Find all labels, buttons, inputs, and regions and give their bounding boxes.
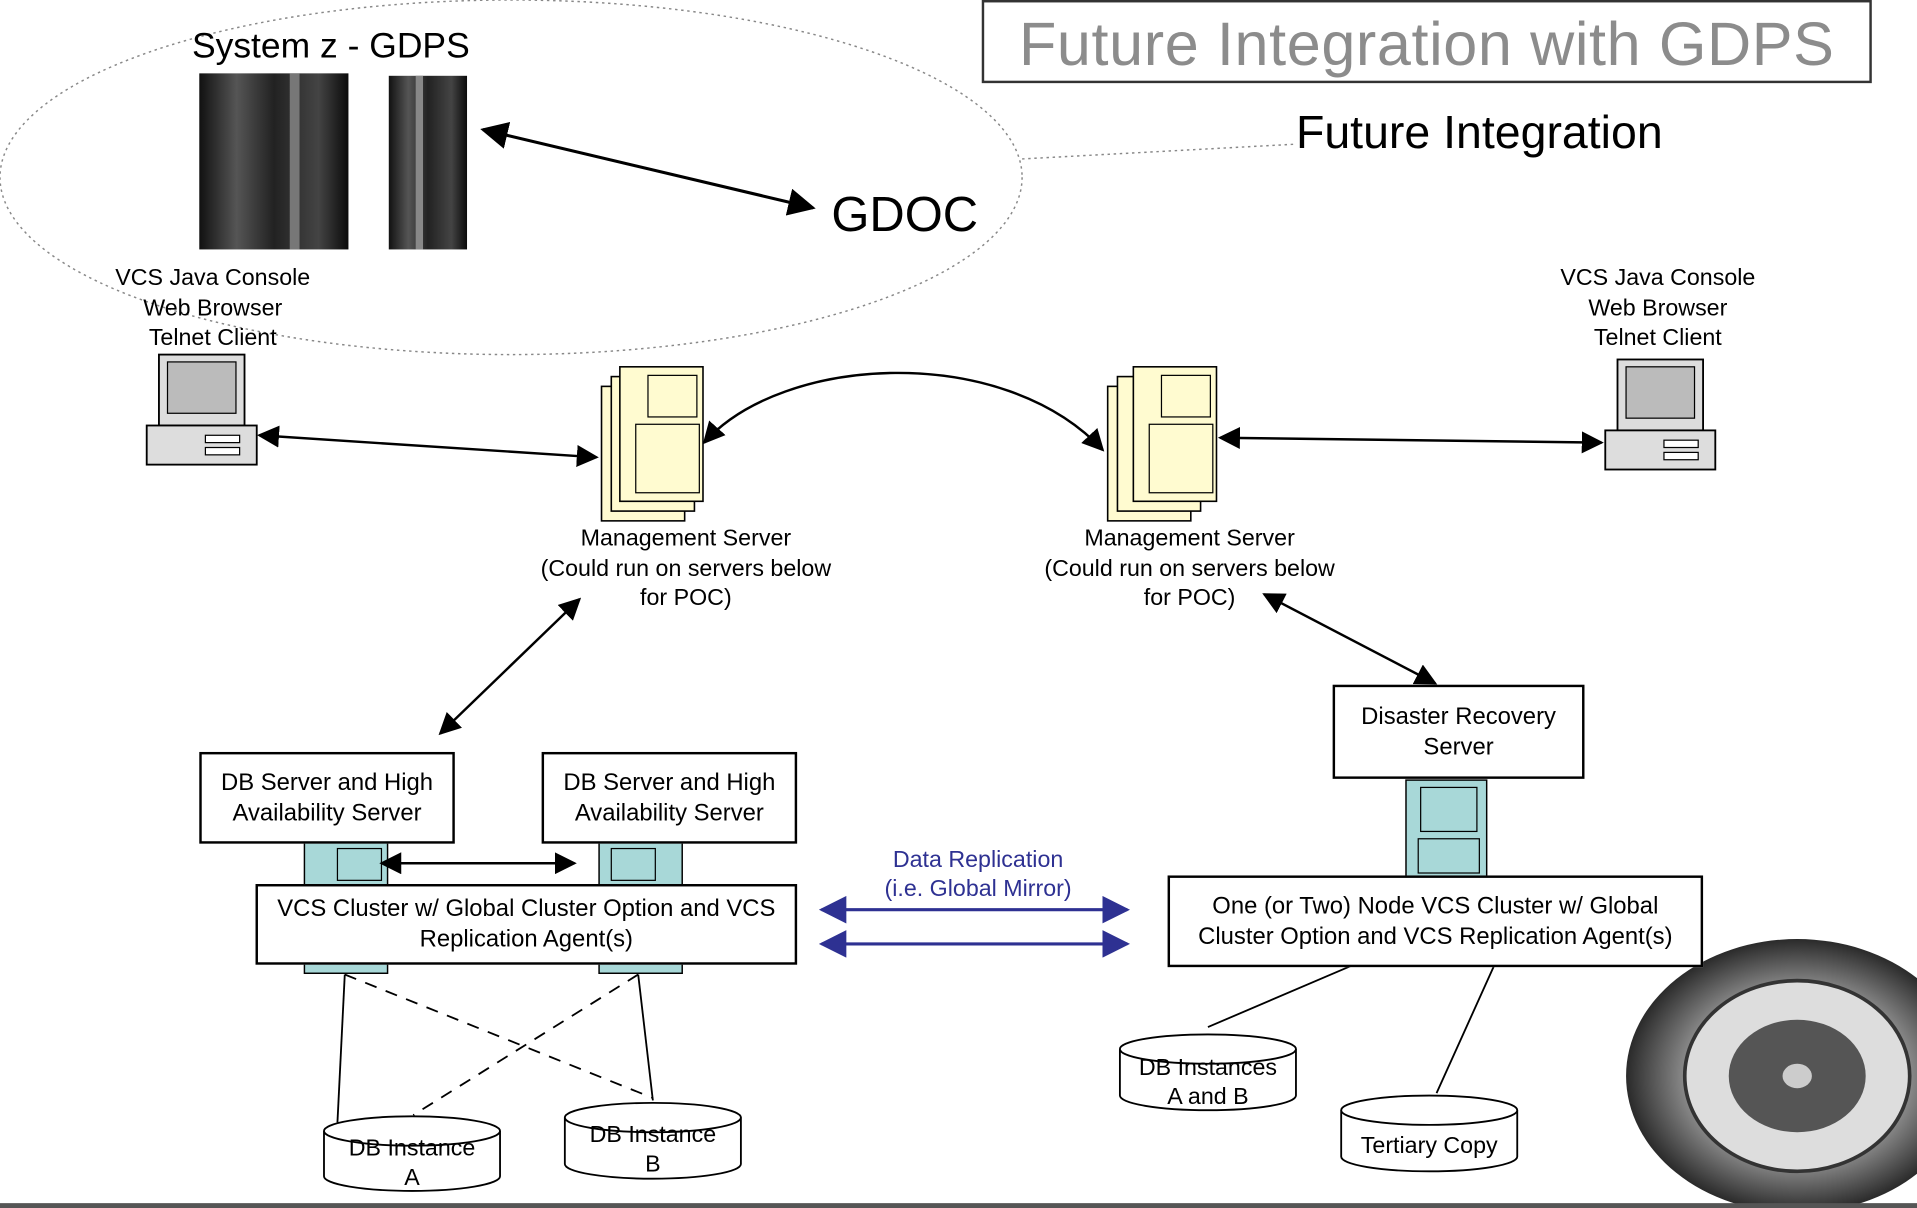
left-management-server-icon bbox=[600, 366, 704, 522]
right-mgmt-label: Management Server (Could run on servers … bbox=[1044, 525, 1335, 612]
db-instance-b-label: DB Instance B bbox=[589, 1122, 717, 1178]
dr-server-box: Disaster Recovery Server bbox=[1332, 684, 1585, 779]
system-z-label: System z - GDPS bbox=[191, 26, 470, 67]
right-console-arrow bbox=[1217, 426, 1604, 454]
system-z-ellipse bbox=[0, 0, 1023, 356]
gdps-gdoc-arrow bbox=[480, 121, 816, 216]
db-server-box-2: DB Server and High Availability Server bbox=[541, 751, 798, 844]
dr-server-icon bbox=[1405, 779, 1488, 879]
left-console-arrow bbox=[256, 425, 599, 467]
gdoc-label: GDOC bbox=[831, 188, 979, 243]
left-workstation-icon bbox=[145, 353, 258, 466]
future-integration-label: Future Integration bbox=[1295, 107, 1663, 159]
right-console-label: VCS Java Console Web Browser Telnet Clie… bbox=[1560, 265, 1756, 351]
page-title: Future Integration with GDPS bbox=[981, 0, 1872, 84]
left-console-label: VCS Java Console Web Browser Telnet Clie… bbox=[115, 265, 311, 351]
db-server-box-1: DB Server and High Availability Server bbox=[199, 751, 455, 844]
right-mgmt-dr-arrow bbox=[1262, 593, 1438, 685]
db-instance-a-cylinder bbox=[323, 1115, 501, 1192]
left-mgmt-label: Management Server (Could run on servers … bbox=[540, 525, 832, 612]
compass-icon bbox=[1626, 939, 1917, 1208]
future-integration-connector bbox=[1022, 143, 1294, 160]
mgmt-to-mgmt-arrow bbox=[702, 371, 1105, 452]
mainframe-icon bbox=[199, 73, 468, 250]
bottom-strip bbox=[0, 1203, 1917, 1208]
vcs-cluster-right-box: One (or Two) Node VCS Cluster w/ Global … bbox=[1167, 875, 1704, 968]
right-management-server-icon bbox=[1106, 366, 1218, 522]
left-mgmt-cluster-arrow bbox=[438, 597, 582, 736]
data-replication-label: Data Replication (i.e. Global Mirror) bbox=[884, 847, 1072, 903]
tertiary-copy-label: Tertiary Copy bbox=[1360, 1133, 1498, 1160]
db-instance-a-label: DB Instance A bbox=[348, 1135, 476, 1191]
vcs-cluster-left-box: VCS Cluster w/ Global Cluster Option and… bbox=[255, 884, 798, 965]
db-instances-ab-label: DB Instances A and B bbox=[1138, 1055, 1278, 1111]
right-workstation-icon bbox=[1604, 358, 1717, 471]
tertiary-copy-cylinder bbox=[1340, 1094, 1519, 1173]
db-instance-b-cylinder bbox=[563, 1101, 742, 1180]
db-instances-ab-cylinder bbox=[1118, 1033, 1297, 1112]
